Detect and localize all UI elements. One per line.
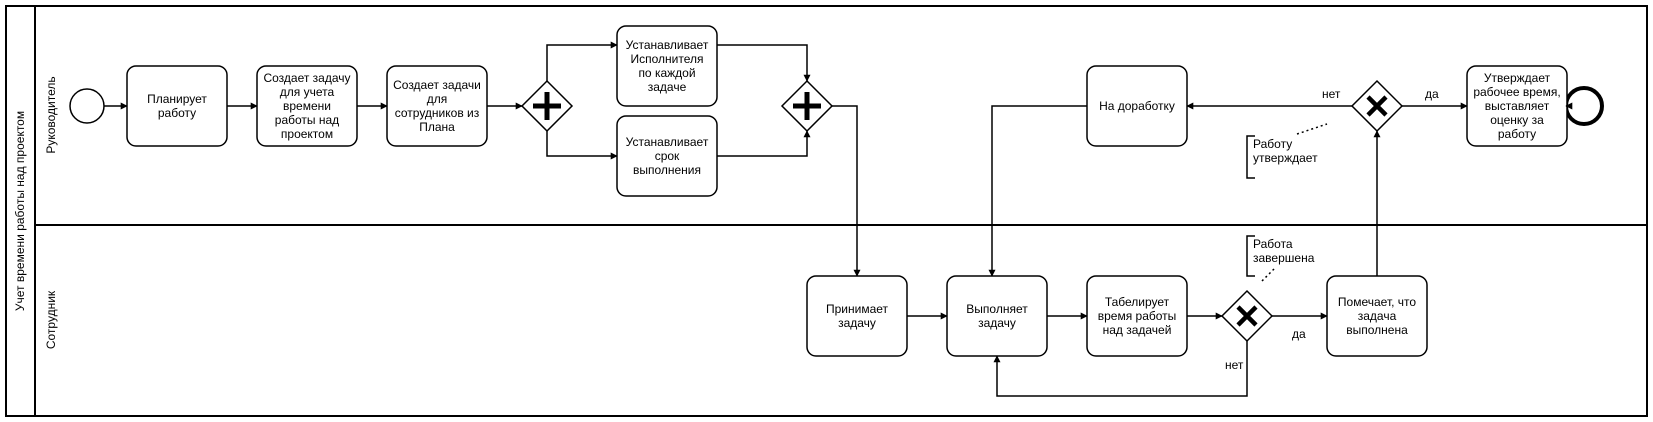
task-label-line: по каждой bbox=[638, 66, 695, 80]
task-label-line: Планирует bbox=[147, 92, 207, 106]
task-label-line: Утверждает bbox=[1484, 71, 1551, 85]
annotation-line: завершена bbox=[1253, 251, 1315, 265]
task-label-line: Принимает bbox=[826, 302, 889, 316]
task-label-line: Исполнителя bbox=[630, 52, 703, 66]
task-label-line: для bbox=[427, 92, 448, 106]
task-label-line: над задачей bbox=[1103, 323, 1172, 337]
task-label-line: Плана bbox=[419, 120, 455, 134]
task-label-line: работу bbox=[158, 106, 196, 120]
task-label-line: выставляет bbox=[1485, 99, 1550, 113]
task-label-line: Создает задачу bbox=[263, 71, 350, 85]
task-label-line: оценку за bbox=[1490, 113, 1544, 127]
flow-label-done-no: нет bbox=[1225, 358, 1244, 372]
annotation-line: Работа bbox=[1253, 237, 1293, 251]
task-label: На доработку bbox=[1099, 99, 1175, 113]
task-label-line: сотрудников из bbox=[395, 106, 480, 120]
lane-label-manager: Руководитель bbox=[44, 76, 58, 153]
task-label-line: Выполняет bbox=[966, 302, 1028, 316]
task-label-line: работы над bbox=[275, 113, 339, 127]
task-label-line: Помечает, что bbox=[1338, 295, 1416, 309]
task-label-line: Устанавливает bbox=[626, 135, 709, 149]
task-label-line: задача bbox=[1358, 309, 1397, 323]
lane-label-employee: Сотрудник bbox=[44, 290, 58, 349]
pool-title: Учет времени работы над проектом bbox=[13, 111, 27, 311]
flow-label-approve-no: нет bbox=[1322, 87, 1341, 101]
task-label-line: выполнена bbox=[1346, 323, 1408, 337]
flow-label-approve-yes: да bbox=[1425, 87, 1439, 101]
task-label-line: выполнения bbox=[633, 163, 701, 177]
annotation-line: Работу bbox=[1253, 137, 1292, 151]
end-event bbox=[1564, 86, 1604, 126]
task-label-line: для учета bbox=[280, 85, 335, 99]
task-label-line: работу bbox=[1498, 127, 1536, 141]
parallel-gateway-split bbox=[520, 79, 574, 133]
task-label-line: задачу bbox=[978, 316, 1016, 330]
start-event bbox=[69, 88, 105, 124]
task-label-line: Создает задачи bbox=[393, 78, 481, 92]
task-label-line: время работы bbox=[1098, 309, 1177, 323]
task-label-line: проектом bbox=[281, 127, 333, 141]
annotation-line: утверждает bbox=[1253, 151, 1318, 165]
task-label-line: задаче bbox=[648, 80, 687, 94]
sequence-flows bbox=[104, 41, 1573, 397]
task-label-line: срок bbox=[655, 149, 680, 163]
task-label-line: На доработку bbox=[1099, 99, 1175, 113]
task-label-line: задачу bbox=[838, 316, 876, 330]
task-label-line: Устанавливает bbox=[626, 38, 709, 52]
parallel-gateway-join bbox=[780, 79, 834, 133]
task-label-line: времени bbox=[283, 99, 331, 113]
task-label-line: Табелирует bbox=[1105, 295, 1170, 309]
exclusive-gateway-done bbox=[1220, 289, 1274, 343]
task-label-line: рабочее время, bbox=[1473, 85, 1560, 99]
task-rework[interactable]: На доработку bbox=[1086, 65, 1188, 147]
flow-label-done-yes: да bbox=[1292, 327, 1306, 341]
